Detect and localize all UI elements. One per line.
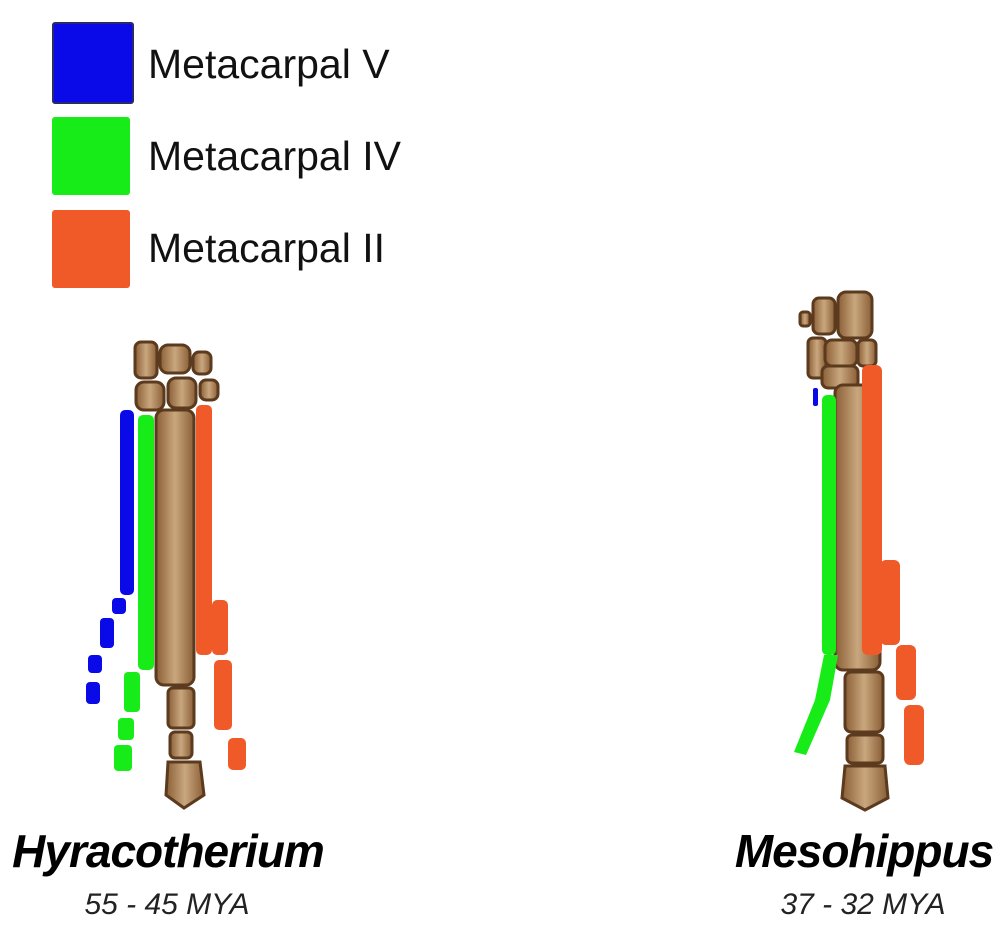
metacarpal-iv: [822, 395, 836, 655]
carpals: [133, 340, 220, 412]
phalanx: [843, 670, 885, 734]
age-mesohippus: 37 - 32 MYA: [780, 888, 946, 921]
mesohippus-skeleton: [794, 290, 924, 812]
metacarpal-v: [120, 410, 134, 595]
metacarpal-ii: [196, 405, 212, 655]
legend-swatch-metacarpal-iv: [52, 117, 130, 195]
metacarpal-v: [813, 388, 818, 406]
carpals: [798, 290, 878, 390]
metacarpal-iii: [154, 408, 196, 687]
phalanx: [168, 730, 194, 760]
species-name-hyracotherium: Hyracotherium: [12, 825, 325, 877]
legend-swatch-metacarpal-ii: [52, 210, 130, 288]
hoof: [164, 760, 206, 810]
metacarpal-iv: [138, 415, 154, 670]
phalanx: [166, 686, 196, 730]
legend-label-metacarpal-iv: Metacarpal IV: [148, 133, 401, 179]
hoof: [840, 764, 890, 812]
legend-label-metacarpal-ii: Metacarpal II: [148, 225, 385, 271]
metacarpal-ii: [862, 365, 882, 655]
legend-label-metacarpal-v: Metacarpal V: [148, 41, 390, 87]
legend-swatch-metacarpal-v: [52, 22, 134, 104]
species-name-mesohippus: Mesohippus: [734, 825, 994, 877]
phalanx: [845, 733, 885, 765]
age-hyracotherium: 55 - 45 MYA: [84, 888, 250, 921]
hyracotherium-skeleton: [86, 340, 246, 810]
